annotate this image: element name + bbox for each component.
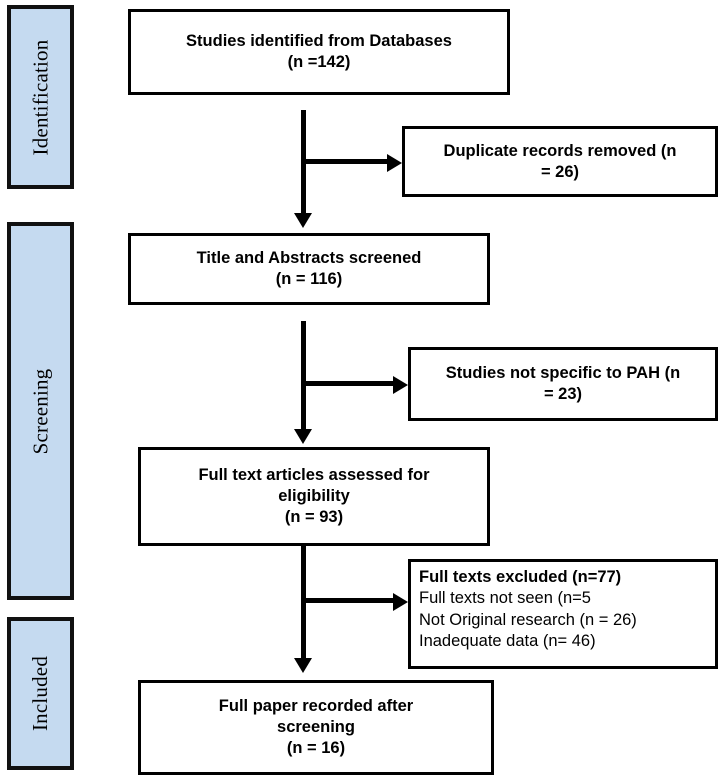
connector-line-screened-to-fulltext: [301, 321, 306, 431]
excluded-heading: Full texts excluded (n=77): [419, 568, 622, 586]
stage-label-screening: Screening: [28, 368, 52, 454]
node-final-included: Full paper recorded after screening (n =…: [138, 680, 494, 775]
node-duplicates-removed: Duplicate records removed (n = 26): [402, 126, 718, 197]
node-fulltexts-excluded-body: Full texts excluded (n=77) Full texts no…: [411, 562, 637, 653]
node-not-specific-pah: Studies not specific to PAH (n = 23): [408, 347, 718, 421]
stage-bar-included: Included: [7, 617, 74, 770]
stage-bar-identification: Identification: [7, 5, 74, 189]
node-fulltexts-excluded: Full texts excluded (n=77) Full texts no…: [408, 559, 718, 669]
excluded-reason-3: Inadequate data (n= 46): [419, 632, 596, 650]
arrowhead-screened-to-fulltext: [294, 429, 312, 444]
node-studies-identified-text: Studies identified from Databases (n =14…: [186, 32, 452, 71]
node-titles-abstracts-screened: Title and Abstracts screened (n = 116): [128, 233, 490, 305]
arrowhead-to-duplicates: [387, 154, 402, 172]
excluded-reason-2: Not Original research (n = 26): [419, 610, 637, 629]
node-duplicates-removed-text: Duplicate records removed (n = 26): [443, 141, 677, 181]
arrowhead-fulltext-to-included: [294, 658, 312, 673]
connector-line-fulltext-to-included: [301, 546, 306, 660]
connector-line-to-excluded: [303, 598, 395, 603]
stage-bar-screening: Screening: [7, 222, 74, 600]
node-titles-abstracts-screened-text: Title and Abstracts screened (n = 116): [196, 249, 422, 288]
connector-line-to-duplicates: [303, 159, 389, 164]
stage-label-identification: Identification: [28, 39, 53, 155]
node-studies-identified: Studies identified from Databases (n =14…: [128, 9, 510, 95]
arrowhead-to-excluded: [393, 593, 408, 611]
node-not-specific-pah-text: Studies not specific to PAH (n = 23): [445, 364, 681, 403]
arrowhead-to-not-specific: [393, 376, 408, 394]
node-fulltext-assessed: Full text articles assessed for eligibil…: [138, 447, 490, 546]
arrowhead-identified-to-screened: [294, 213, 312, 228]
connector-line-to-not-specific: [303, 381, 395, 386]
node-fulltext-assessed-text: Full text articles assessed for eligibil…: [198, 466, 430, 526]
stage-label-included: Included: [28, 655, 53, 732]
excluded-reason-1: Full texts not seen (n=5: [419, 589, 591, 607]
node-final-included-text: Full paper recorded after screening (n =…: [218, 697, 414, 757]
